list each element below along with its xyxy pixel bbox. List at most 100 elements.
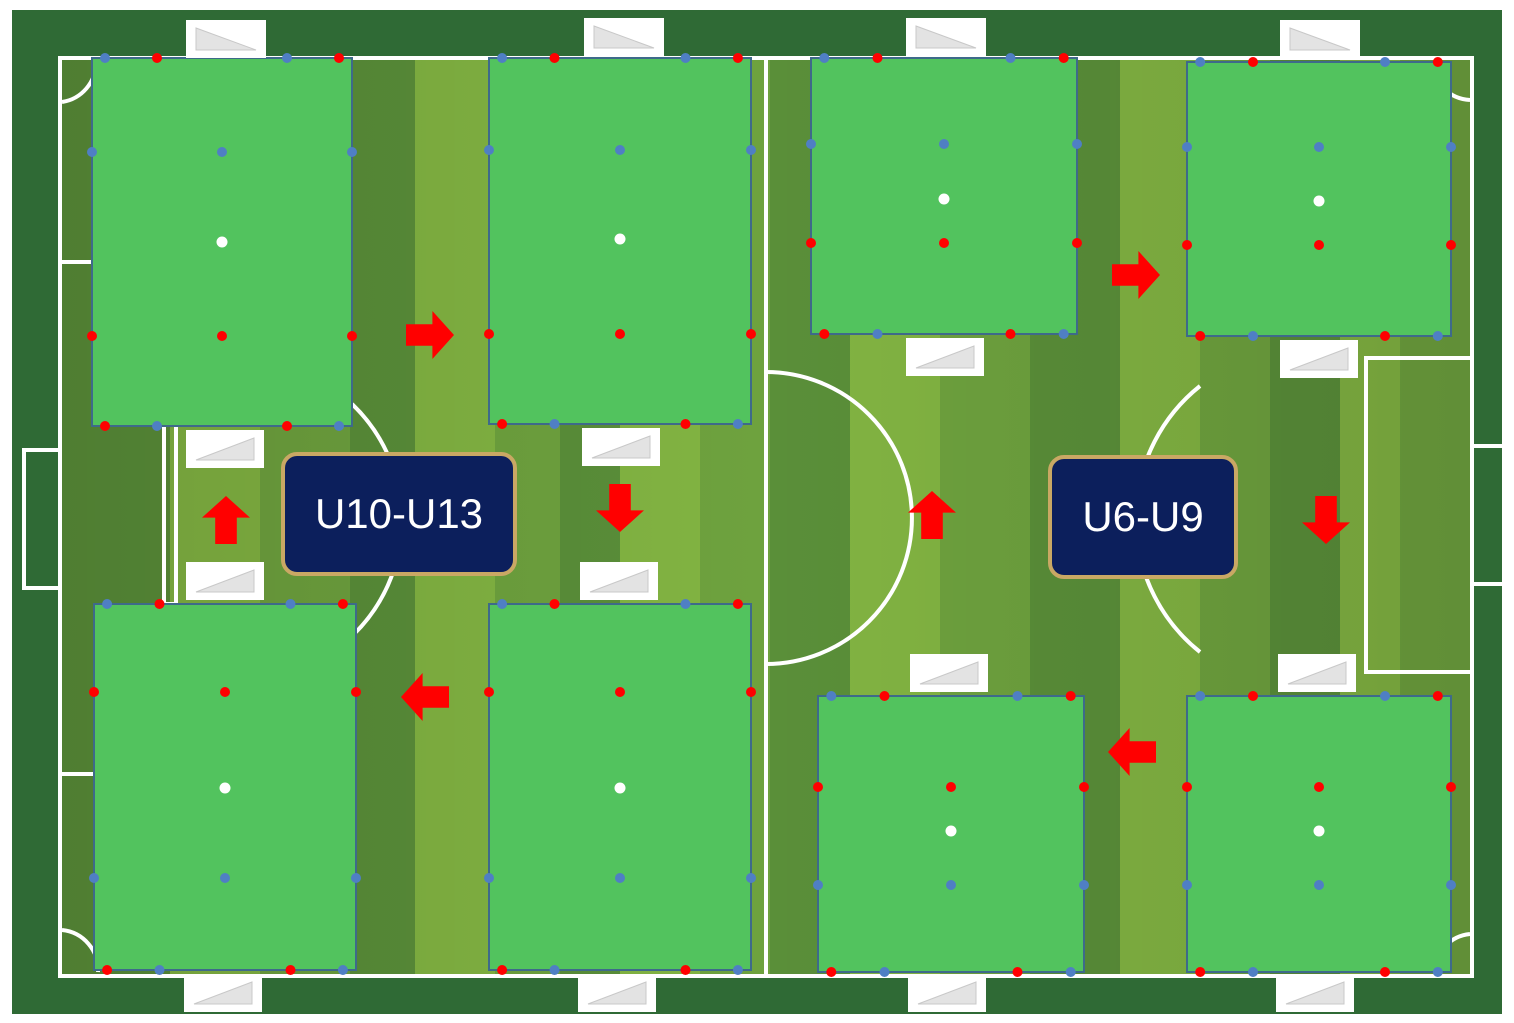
mini-goal-icon xyxy=(184,974,262,1012)
ball xyxy=(219,782,231,794)
cone xyxy=(1195,331,1206,341)
mini-goal-net xyxy=(917,981,977,1005)
ball xyxy=(1313,195,1325,207)
cone xyxy=(154,965,165,975)
cone xyxy=(680,53,691,63)
mini-goal-icon xyxy=(584,18,664,56)
cone xyxy=(1182,142,1192,152)
cone xyxy=(497,599,508,609)
cone xyxy=(680,965,691,975)
mini-field xyxy=(484,53,756,429)
mini-goal-net xyxy=(193,981,253,1005)
cone xyxy=(806,238,816,248)
cone xyxy=(939,139,949,149)
age-group-label-u10-u13: U10-U13 xyxy=(281,452,517,576)
mini-goal-net xyxy=(593,25,655,49)
cone xyxy=(1446,240,1456,250)
ball xyxy=(614,233,626,245)
mini-goal-net xyxy=(915,345,975,369)
ball xyxy=(938,193,950,205)
mini-field-surface xyxy=(810,57,1078,335)
cone xyxy=(746,873,756,883)
cone xyxy=(497,965,508,975)
age-group-label-u6-u9: U6-U9 xyxy=(1048,455,1238,579)
cone xyxy=(549,599,560,609)
cone xyxy=(806,139,816,149)
cone xyxy=(154,599,165,609)
mini-goal-icon xyxy=(910,654,988,692)
arrow-right-icon xyxy=(406,311,454,359)
mini-goal-net xyxy=(1287,661,1347,685)
cone xyxy=(89,873,99,883)
cone xyxy=(746,687,756,697)
cone xyxy=(1182,782,1192,792)
cone xyxy=(615,145,625,155)
cone xyxy=(347,331,357,341)
cone xyxy=(1065,691,1076,701)
mini-goal-icon xyxy=(1280,340,1358,378)
mini-field xyxy=(89,599,361,975)
cone xyxy=(549,419,560,429)
cone xyxy=(1065,967,1076,977)
cone xyxy=(217,147,227,157)
cone xyxy=(1432,57,1443,67)
mini-goal-net xyxy=(587,981,647,1005)
cone xyxy=(549,965,560,975)
cone xyxy=(879,967,890,977)
cone xyxy=(1012,691,1023,701)
mini-goal-icon xyxy=(186,562,264,600)
cone xyxy=(1072,238,1082,248)
cone xyxy=(337,965,348,975)
cone xyxy=(220,687,230,697)
cone xyxy=(282,421,292,431)
cone xyxy=(484,873,494,883)
arrow-down-icon xyxy=(1302,496,1350,544)
mini-goal-icon xyxy=(1276,974,1354,1012)
cone xyxy=(102,965,113,975)
cone xyxy=(746,329,756,339)
mini-goal-icon xyxy=(186,430,264,468)
cone xyxy=(879,691,890,701)
cone xyxy=(87,331,97,341)
cone xyxy=(615,329,625,339)
cone xyxy=(1314,880,1324,890)
mini-goal-net xyxy=(1285,981,1345,1005)
mini-goal-net xyxy=(1289,27,1351,51)
mini-goal-icon xyxy=(906,18,986,56)
cone xyxy=(1432,331,1443,341)
arrow-left-icon xyxy=(401,673,449,721)
cone xyxy=(484,329,494,339)
cone xyxy=(152,53,162,63)
cone xyxy=(826,691,837,701)
cone xyxy=(732,53,743,63)
cone xyxy=(872,53,883,63)
cone xyxy=(100,421,110,431)
cone xyxy=(100,53,110,63)
mini-goal-net xyxy=(919,661,979,685)
mini-goal-icon xyxy=(906,338,984,376)
mini-goal-icon xyxy=(186,20,266,58)
cone xyxy=(285,965,296,975)
cone xyxy=(615,687,625,697)
arrow-down-icon xyxy=(596,484,644,532)
cone xyxy=(220,873,230,883)
mini-goal-icon xyxy=(1278,654,1356,692)
mini-goal-icon xyxy=(578,974,656,1012)
cone xyxy=(1446,782,1456,792)
cone xyxy=(1195,967,1206,977)
cone xyxy=(347,147,357,157)
right-goal xyxy=(1470,444,1512,586)
cone xyxy=(549,53,560,63)
cone xyxy=(1012,967,1023,977)
cone xyxy=(946,880,956,890)
field-markings xyxy=(22,56,1512,978)
cone xyxy=(1072,139,1082,149)
mini-goal-icon xyxy=(582,428,660,466)
left-goal xyxy=(22,448,62,590)
cone xyxy=(1195,691,1206,701)
arrow-up-icon xyxy=(908,491,956,539)
mini-goal-net xyxy=(591,435,651,459)
cone xyxy=(732,419,743,429)
cone xyxy=(1380,331,1390,341)
cone xyxy=(1248,331,1258,341)
